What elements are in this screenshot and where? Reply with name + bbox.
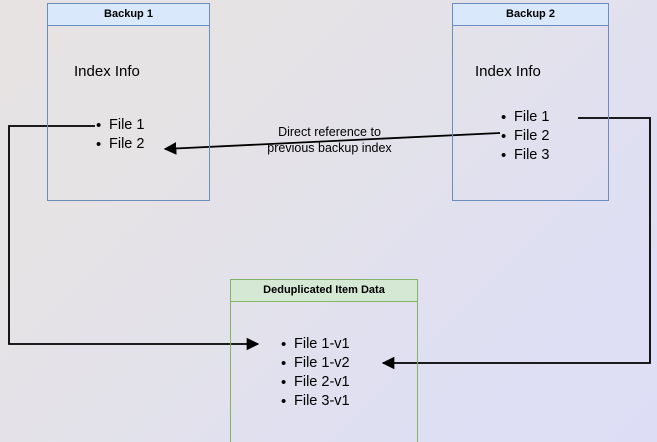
node-backup-1-body: Index Info File 1 File 2	[48, 26, 209, 200]
list-item: File 1	[96, 116, 145, 135]
node-deduplicated-item-data[interactable]: Deduplicated Item Data File 1-v1 File 1-…	[230, 279, 418, 442]
list-item: File 1	[501, 108, 550, 127]
list-item: File 2	[501, 127, 550, 146]
node-backup-2[interactable]: Backup 2 Index Info File 1 File 2 File 3	[452, 3, 609, 201]
node-backup-1[interactable]: Backup 1 Index Info File 1 File 2	[47, 3, 210, 201]
node-backup-2-header: Backup 2	[453, 4, 608, 26]
list-item: File 3-v1	[281, 392, 350, 411]
backup-1-index-info-label: Index Info	[74, 63, 140, 80]
backup-1-file-list: File 1 File 2	[93, 116, 145, 154]
node-dedup-body: File 1-v1 File 1-v2 File 2-v1 File 3-v1	[231, 302, 417, 442]
list-item: File 1-v2	[281, 354, 350, 373]
list-item: File 3	[501, 146, 550, 165]
backup-2-file-list: File 1 File 2 File 3	[498, 108, 550, 165]
list-item: File 2	[96, 135, 145, 154]
node-backup-2-body: Index Info File 1 File 2 File 3	[453, 26, 608, 200]
edge-label-direct-reference: Direct reference to previous backup inde…	[267, 125, 392, 155]
list-item: File 1-v1	[281, 335, 350, 354]
node-dedup-header: Deduplicated Item Data	[231, 280, 417, 302]
node-backup-1-header: Backup 1	[48, 4, 209, 26]
dedup-file-list: File 1-v1 File 1-v2 File 2-v1 File 3-v1	[278, 335, 350, 411]
backup-2-index-info-label: Index Info	[475, 63, 541, 80]
list-item: File 2-v1	[281, 373, 350, 392]
